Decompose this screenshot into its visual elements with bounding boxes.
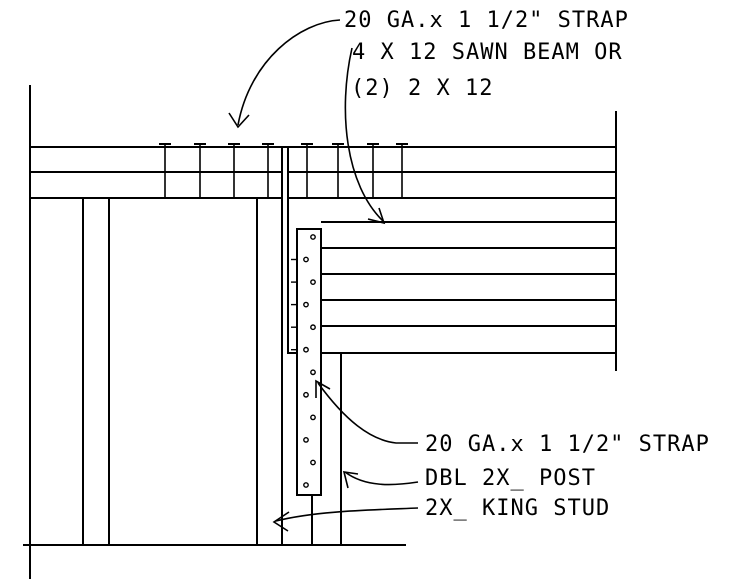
king-stud-label: 2X_ KING STUD [425, 496, 610, 521]
strap-holes [291, 234, 316, 488]
strap-hole [303, 391, 309, 398]
strap-hole [310, 459, 316, 466]
king-stud-leader [275, 507, 419, 522]
strap-hole [303, 482, 309, 488]
top-strap-leader [237, 19, 341, 126]
strap-hole [310, 234, 316, 240]
strap-hole [310, 279, 316, 285]
side-strap-leader [317, 382, 418, 444]
strap-hole [303, 301, 309, 308]
strap-hole [310, 324, 316, 331]
post-label: DBL 2X_ POST [425, 466, 596, 491]
strap-hole [303, 256, 309, 263]
beam-label-line2: (2) 2 X 12 [351, 76, 493, 101]
annotation-labels: 20 GA.x 1 1/2" STRAP 4 X 12 SAWN BEAM OR… [344, 8, 710, 521]
beam-leader [344, 47, 385, 223]
strap-hole [310, 414, 316, 421]
leader-arrows [228, 19, 419, 532]
side-strap-arrowhead [315, 379, 331, 398]
beam-framing [287, 111, 617, 371]
strap-hole [303, 436, 309, 443]
top-strap-arrowhead [228, 112, 250, 129]
beam-label-line1: 4 X 12 SAWN BEAM OR [352, 40, 623, 65]
strap-hole [310, 369, 316, 376]
king-stud-arrowhead [272, 511, 290, 532]
side-strap-plate [296, 228, 322, 496]
beam-arrowhead [367, 207, 386, 225]
top-strap-nails [159, 143, 408, 198]
left-wall-framing [23, 85, 416, 579]
side-strap-label: 20 GA.x 1 1/2" STRAP [425, 432, 710, 457]
strap-hole [303, 346, 309, 353]
top-strap-label: 20 GA.x 1 1/2" STRAP [344, 8, 629, 33]
post-arrowhead [342, 471, 359, 489]
post-leader [344, 471, 419, 486]
side-strap [291, 228, 322, 496]
